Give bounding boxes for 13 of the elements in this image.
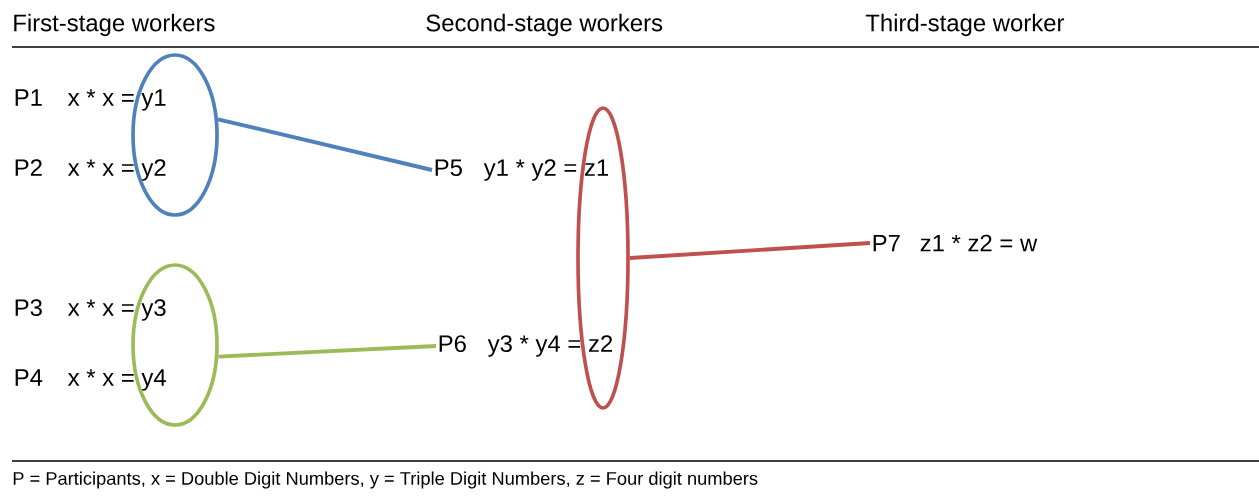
connector-line <box>217 117 433 172</box>
equation-text: P1 x * x = y1 <box>15 89 166 111</box>
equation-text: P2 x * x = y2 <box>15 159 166 181</box>
equation-text: P6 y3 * y4 = z2 <box>439 335 612 357</box>
equation-text: P4 x * x = y4 <box>15 369 166 391</box>
column-heading: Second-stage workers <box>426 13 663 37</box>
connector-line <box>629 241 871 260</box>
column-heading: Third-stage worker <box>865 13 1065 37</box>
equation-text: P7 z1 * z2 = w <box>873 234 1038 252</box>
footnote-text: P = Participants, x = Double Digit Numbers, y = Triple Digit Numbers, z = Four digit numbers <box>13 471 758 489</box>
equation-text: P3 x * x = y3 <box>15 299 166 321</box>
connector-line <box>218 344 437 359</box>
equation-text: P5 y1 * y2 = z1 <box>435 159 609 181</box>
